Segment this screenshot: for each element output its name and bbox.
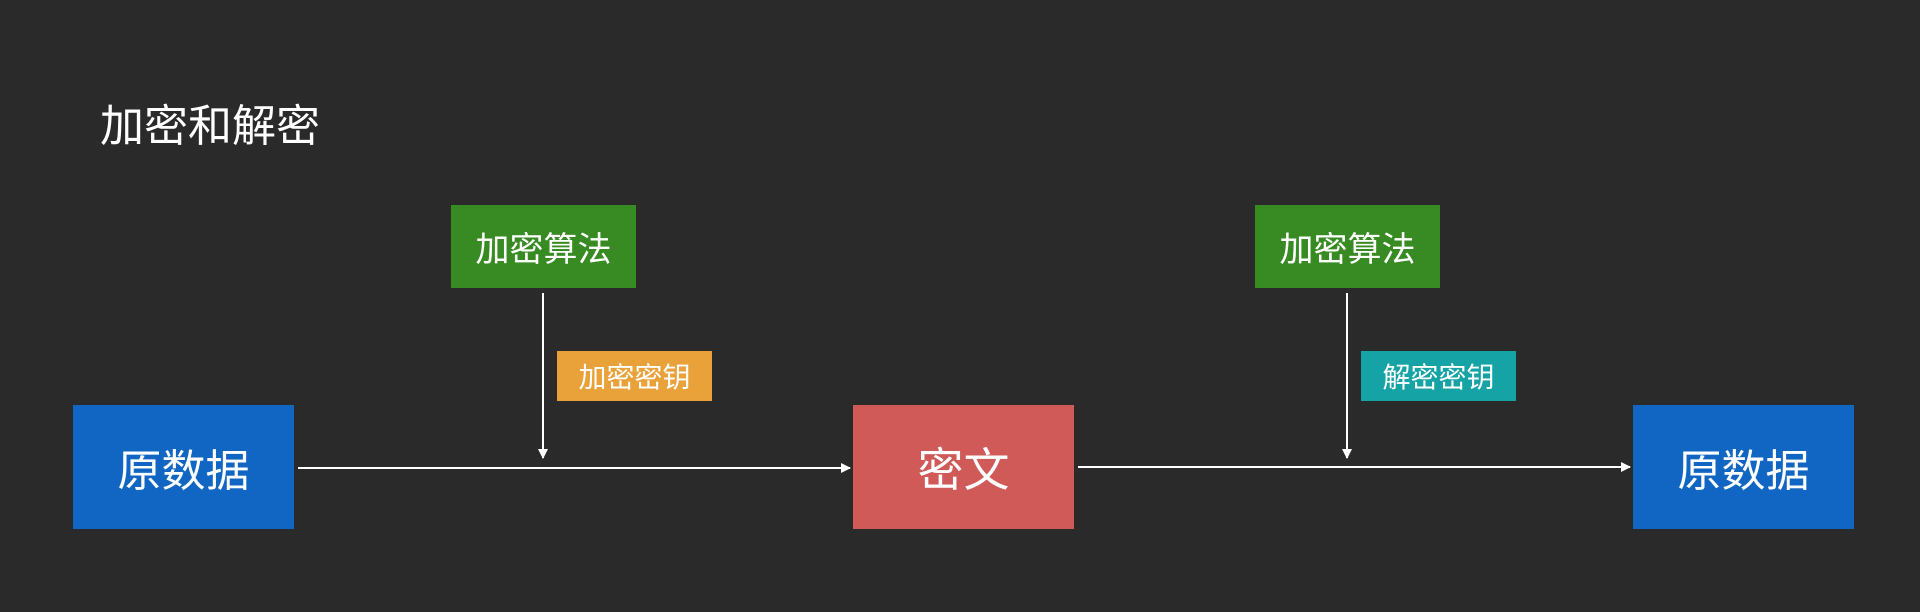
result-data-box: 原数据 xyxy=(1633,405,1854,529)
decrypt-key-label: 解密密钥 xyxy=(1382,361,1495,394)
decrypt-key-box: 解密密钥 xyxy=(1361,351,1516,401)
encrypt-algorithm-box: 加密算法 xyxy=(451,205,636,288)
encrypt-key-label: 加密密钥 xyxy=(578,361,691,394)
source-data-box: 原数据 xyxy=(73,405,294,529)
diagram-title: 加密和解密 xyxy=(100,101,320,152)
decrypt-algorithm-label: 加密算法 xyxy=(1279,230,1416,270)
decrypt-algorithm-box: 加密算法 xyxy=(1255,205,1440,288)
source-data-label: 原数据 xyxy=(117,446,250,497)
ciphertext-box: 密文 xyxy=(853,405,1074,529)
encrypt-key-box: 加密密钥 xyxy=(557,351,712,401)
result-data-label: 原数据 xyxy=(1677,446,1810,497)
ciphertext-label: 密文 xyxy=(917,443,1010,497)
encrypt-algorithm-label: 加密算法 xyxy=(475,230,612,270)
